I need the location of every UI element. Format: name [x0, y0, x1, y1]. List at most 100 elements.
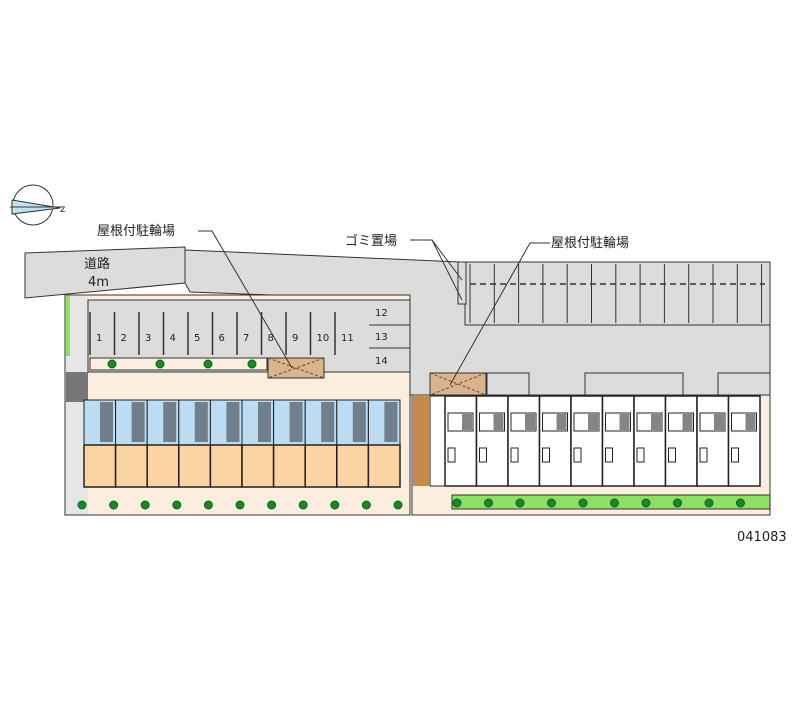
- apartment-unit: [538, 395, 572, 487]
- apartment-unit: [633, 395, 667, 487]
- unit-outline: [696, 395, 730, 487]
- unit-room: [367, 444, 401, 488]
- unit-fixtures: [462, 414, 472, 430]
- left-side-path: [66, 296, 88, 514]
- tree-icon: [610, 498, 619, 508]
- tree-icon: [140, 500, 150, 510]
- tree-icon: [155, 359, 165, 369]
- unit-fixtures: [100, 402, 113, 442]
- label-bike-shelter-left: 屋根付駐輪場: [97, 223, 175, 239]
- tree-icon: [704, 498, 714, 508]
- unit-room: [272, 444, 306, 488]
- tree-icon: [578, 498, 588, 508]
- unit-outline: [633, 395, 667, 487]
- right-parking: [464, 261, 771, 326]
- parking-slot-number: 6: [219, 333, 225, 344]
- unit-furniture: [510, 447, 519, 463]
- apartment-unit: [601, 395, 635, 487]
- tree-icon: [298, 500, 308, 510]
- tree-icon: [235, 500, 245, 510]
- parking-slot-number: 8: [268, 333, 274, 344]
- unit-fixtures: [745, 414, 756, 430]
- apartment-unit: [178, 399, 212, 488]
- label-bike-shelter-right: 屋根付駐輪場: [551, 235, 629, 251]
- unit-wet-area: [668, 412, 694, 432]
- unit-fixtures: [619, 414, 630, 430]
- label-road-width: 4m: [88, 275, 109, 290]
- apartment-unit: [304, 399, 338, 488]
- tree-icon: [109, 500, 119, 510]
- tree-icon: [77, 500, 87, 510]
- parking-stall: [584, 372, 684, 396]
- unit-room: [209, 444, 243, 488]
- apartment-unit: [83, 399, 117, 488]
- unit-outline: [727, 395, 761, 487]
- tree-icon: [330, 500, 340, 510]
- unit-outline: [475, 395, 509, 487]
- leader-line-garbage: [410, 239, 463, 301]
- unit-fixtures: [163, 402, 177, 442]
- parking-slot-number: 7: [243, 333, 249, 344]
- unit-wet-area: [636, 412, 663, 432]
- planter-strip: [89, 357, 268, 371]
- parking-stall: [717, 372, 771, 396]
- tree-icon: [172, 500, 182, 510]
- unit-fixtures: [682, 414, 693, 430]
- parking-slot-number: 12: [375, 308, 388, 319]
- unit-fixtures: [651, 414, 661, 430]
- unit-wet-area: [573, 412, 600, 432]
- tree-icon: [484, 498, 493, 508]
- gravel-right: [413, 396, 429, 486]
- unit-fixtures: [131, 402, 145, 442]
- unit-room: [241, 444, 275, 488]
- tree-icon: [547, 498, 556, 508]
- unit-fixtures: [384, 402, 398, 442]
- unit-fixtures: [493, 414, 504, 430]
- hedge-left: [66, 296, 70, 356]
- parking-stall: [486, 372, 530, 396]
- unit-wet-area: [510, 412, 537, 432]
- leader-line-bike-right: [449, 242, 550, 386]
- tree-icon: [247, 359, 257, 369]
- apartment-unit: [367, 399, 401, 488]
- bike-shelter-left: [267, 357, 325, 379]
- unit-furniture: [605, 447, 613, 463]
- unit-wet-area: [699, 412, 726, 432]
- apartment-unit: [114, 399, 148, 488]
- unit-outline: [507, 395, 541, 487]
- leader-line-bike-left: [198, 230, 293, 369]
- unit-furniture: [447, 447, 456, 463]
- unit-fixtures: [352, 402, 366, 442]
- tree-icon: [361, 500, 371, 510]
- parking-slot-number: 11: [341, 333, 354, 344]
- unit-fixtures: [258, 402, 271, 442]
- unit-fixtures: [714, 414, 724, 430]
- tree-icon: [393, 500, 403, 510]
- road: [24, 246, 186, 299]
- property-code: 041083: [737, 530, 787, 545]
- unit-room: [178, 444, 212, 488]
- apartment-unit: [507, 395, 541, 487]
- tree-icon: [515, 498, 525, 508]
- unit-wet-area: [605, 412, 631, 432]
- unit-outline: [444, 395, 478, 487]
- parking-slot-number: 4: [170, 333, 176, 344]
- apartment-unit: [444, 395, 478, 487]
- apartment-unit: [696, 395, 730, 487]
- tree-icon: [267, 500, 277, 510]
- unit-wet-area: [447, 412, 474, 432]
- unit-furniture: [573, 447, 582, 463]
- unit-outline: [601, 395, 635, 487]
- unit-fixtures: [289, 402, 303, 442]
- label-road: 道路: [84, 256, 110, 272]
- unit-wet-area: [479, 412, 505, 432]
- unit-fixtures: [194, 402, 208, 442]
- parking-slot-number: 9: [292, 333, 298, 344]
- tree-icon: [673, 498, 682, 508]
- parking-slot-number: 5: [194, 333, 200, 344]
- gravel-left: [66, 372, 88, 402]
- apartment-unit: [209, 399, 243, 488]
- svg-text:z: z: [60, 204, 65, 215]
- apartment-unit: [475, 395, 509, 487]
